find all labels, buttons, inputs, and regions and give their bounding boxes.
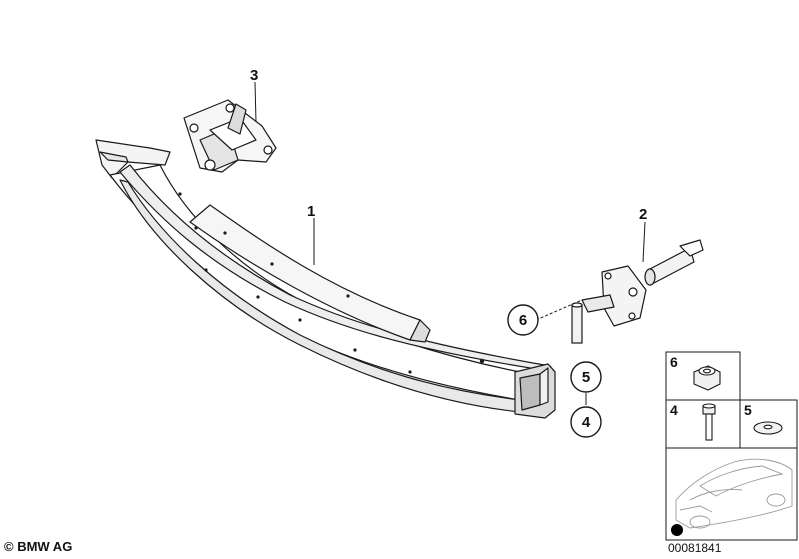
bolt-icon [702, 403, 716, 441]
deformation-element-part[interactable] [581, 239, 704, 327]
legend-box-4[interactable]: 4 [665, 399, 741, 449]
legend-box-5[interactable]: 5 [739, 399, 798, 449]
callout-1: 1 [307, 203, 315, 220]
washer-icon [753, 421, 783, 435]
mounting-bracket-part[interactable] [183, 99, 277, 173]
pin-screw-part[interactable] [571, 302, 583, 344]
beam-holes [178, 192, 485, 374]
circled-callout-6: 6 [507, 304, 539, 336]
copyright-label: © BMW AG [4, 539, 73, 554]
legend-box-6-label: 6 [670, 354, 678, 370]
circled-callout-4: 4 [570, 406, 602, 438]
circled-callout-6-label: 6 [519, 312, 527, 329]
document-number: 00081841 [668, 541, 722, 555]
nut-icon [693, 365, 721, 391]
location-marker-icon [671, 524, 683, 536]
circled-callout-5: 5 [570, 361, 602, 393]
leader-lines [254, 81, 646, 405]
car-outline-icon [675, 458, 793, 529]
bumper-carrier-part[interactable] [95, 139, 556, 419]
callout-2: 2 [639, 206, 647, 223]
circled-callout-4-label: 4 [582, 414, 591, 431]
circled-callout-5-label: 5 [582, 369, 590, 386]
legend-box-6[interactable]: 6 [665, 351, 741, 401]
legend-box-5-label: 5 [744, 402, 752, 418]
legend-box-4-label: 4 [670, 402, 678, 418]
vehicle-locator-thumbnail[interactable] [665, 447, 798, 541]
callout-3: 3 [250, 67, 258, 84]
